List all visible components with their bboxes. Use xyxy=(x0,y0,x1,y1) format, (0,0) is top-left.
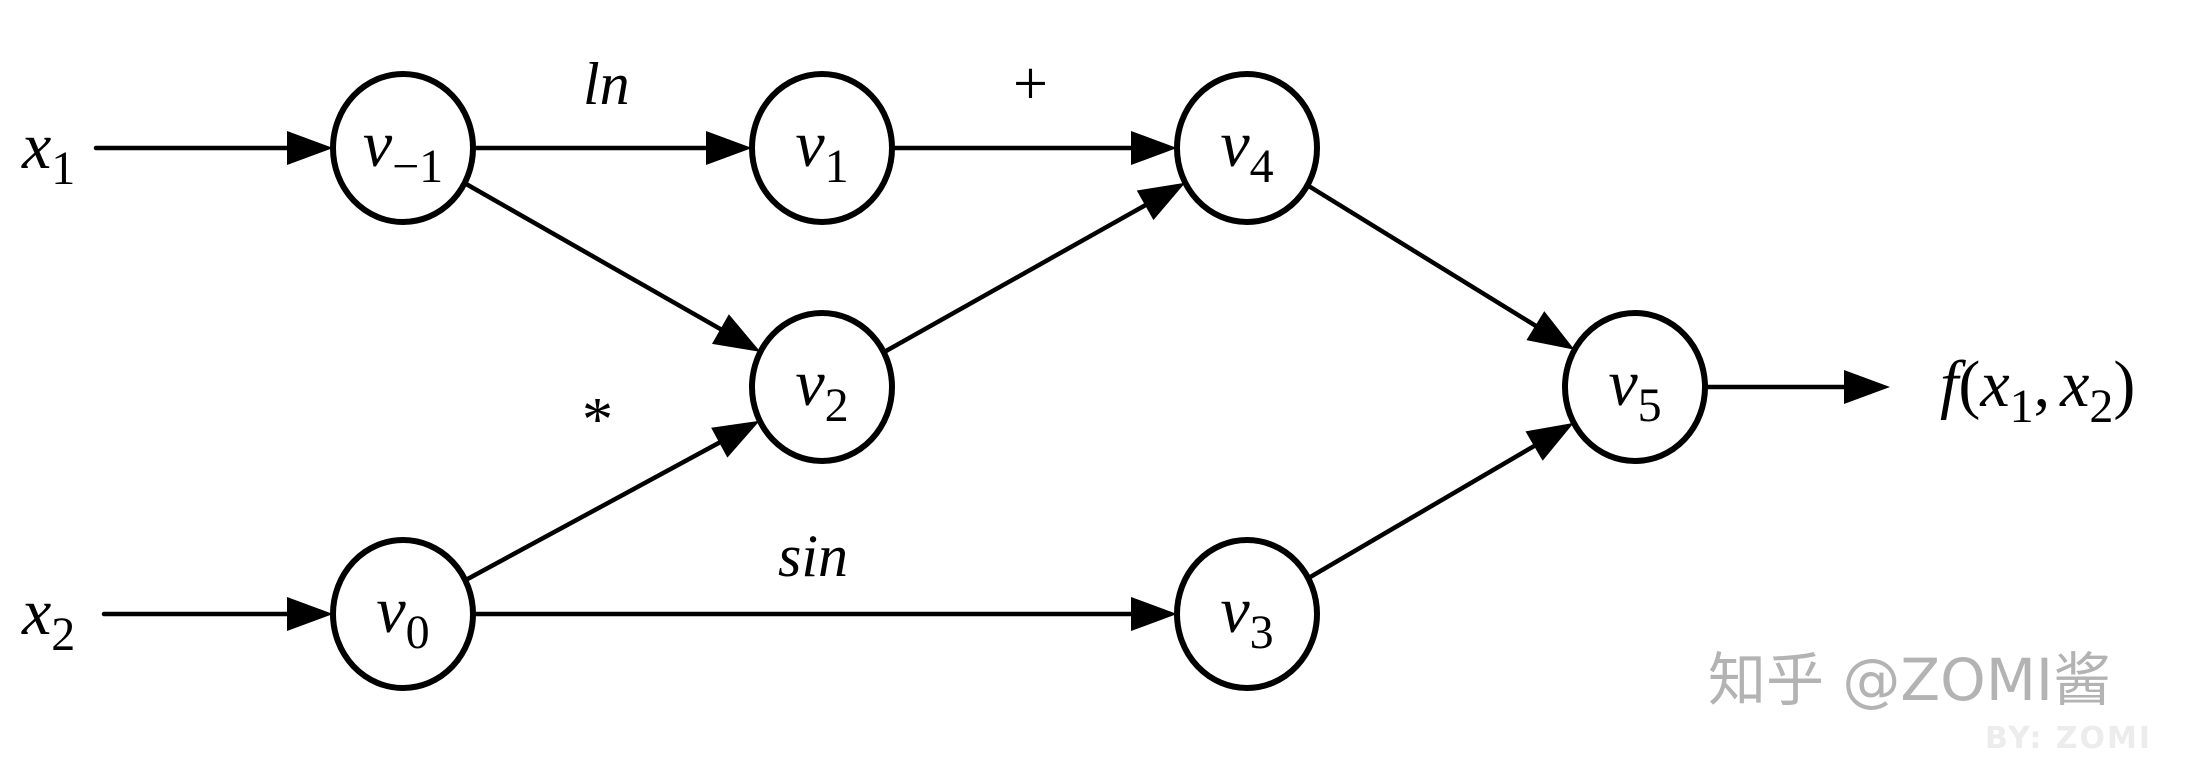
node-v5: v5 xyxy=(1562,310,1708,464)
node-circle xyxy=(1174,71,1320,225)
node-circle xyxy=(330,537,476,691)
edge-line xyxy=(1305,441,1540,581)
arrow-head-icon xyxy=(1131,597,1177,631)
node-v0: v0 xyxy=(330,537,476,691)
output-label: f(x1,x2) xyxy=(1940,348,2135,433)
input-label-x1: x1 xyxy=(21,110,75,195)
node-v-1: v−1 xyxy=(330,71,476,225)
edge-line xyxy=(463,438,726,583)
node-circle xyxy=(1562,310,1708,464)
edge-v3-to-v5 xyxy=(1305,422,1574,581)
arrow-head-icon xyxy=(287,597,333,631)
node-label: v4 xyxy=(1220,108,1273,193)
edge-v2-to-v4 xyxy=(881,182,1186,355)
op-label-plus: + xyxy=(1013,50,1048,118)
input-label-x2: x2 xyxy=(21,576,75,661)
arrow-head-icon xyxy=(1136,182,1186,221)
node-label: v2 xyxy=(795,347,848,432)
nodes-layer: v−1 v0 v1 v2 v3 v4 v5 xyxy=(330,71,1708,691)
op-label-sin: sin xyxy=(778,523,848,589)
op-label-multiply: * xyxy=(582,386,613,454)
edge-v0-to-v3 xyxy=(470,597,1177,631)
edge-v-1-to-v2 xyxy=(462,180,761,352)
node-v1: v1 xyxy=(749,71,895,225)
node-label: v0 xyxy=(376,574,429,659)
arrow-head-icon xyxy=(1525,422,1574,461)
arrow-head-icon xyxy=(711,420,760,458)
node-v2: v2 xyxy=(749,310,895,464)
arrow-head-icon xyxy=(1526,311,1575,350)
node-v4: v4 xyxy=(1174,71,1320,225)
node-label: v3 xyxy=(1220,574,1273,659)
edge-v1-to-v4 xyxy=(889,131,1177,165)
edge-line xyxy=(1305,183,1542,330)
watermark-byline: BY: ZOMI xyxy=(1985,721,2152,756)
edges-layer xyxy=(93,131,1890,631)
edge-x1-to-v-1 xyxy=(93,131,333,165)
edge-v-1-to-v1 xyxy=(470,131,752,165)
node-circle xyxy=(749,71,895,225)
node-circle xyxy=(749,310,895,464)
arrow-head-icon xyxy=(712,314,761,352)
node-v3: v3 xyxy=(1174,537,1320,691)
arrow-head-icon xyxy=(1131,131,1177,165)
edge-v0-to-v2 xyxy=(463,420,760,583)
node-circle xyxy=(330,71,476,225)
node-circle xyxy=(1174,537,1320,691)
edge-line xyxy=(881,201,1151,355)
op-label-ln: ln xyxy=(583,51,630,117)
edge-x2-to-v0 xyxy=(101,597,333,631)
node-label: v−1 xyxy=(363,108,443,193)
node-label: v1 xyxy=(795,108,848,193)
edge-v5-to-output xyxy=(1702,370,1890,404)
edge-v4-to-v5 xyxy=(1305,183,1575,350)
arrow-head-icon xyxy=(1844,370,1890,404)
edge-line xyxy=(462,180,727,334)
watermark-text: 知乎 @ZOMI酱 xyxy=(1708,646,2111,714)
arrow-head-icon xyxy=(706,131,752,165)
node-label: v5 xyxy=(1608,347,1661,432)
arrow-head-icon xyxy=(287,131,333,165)
